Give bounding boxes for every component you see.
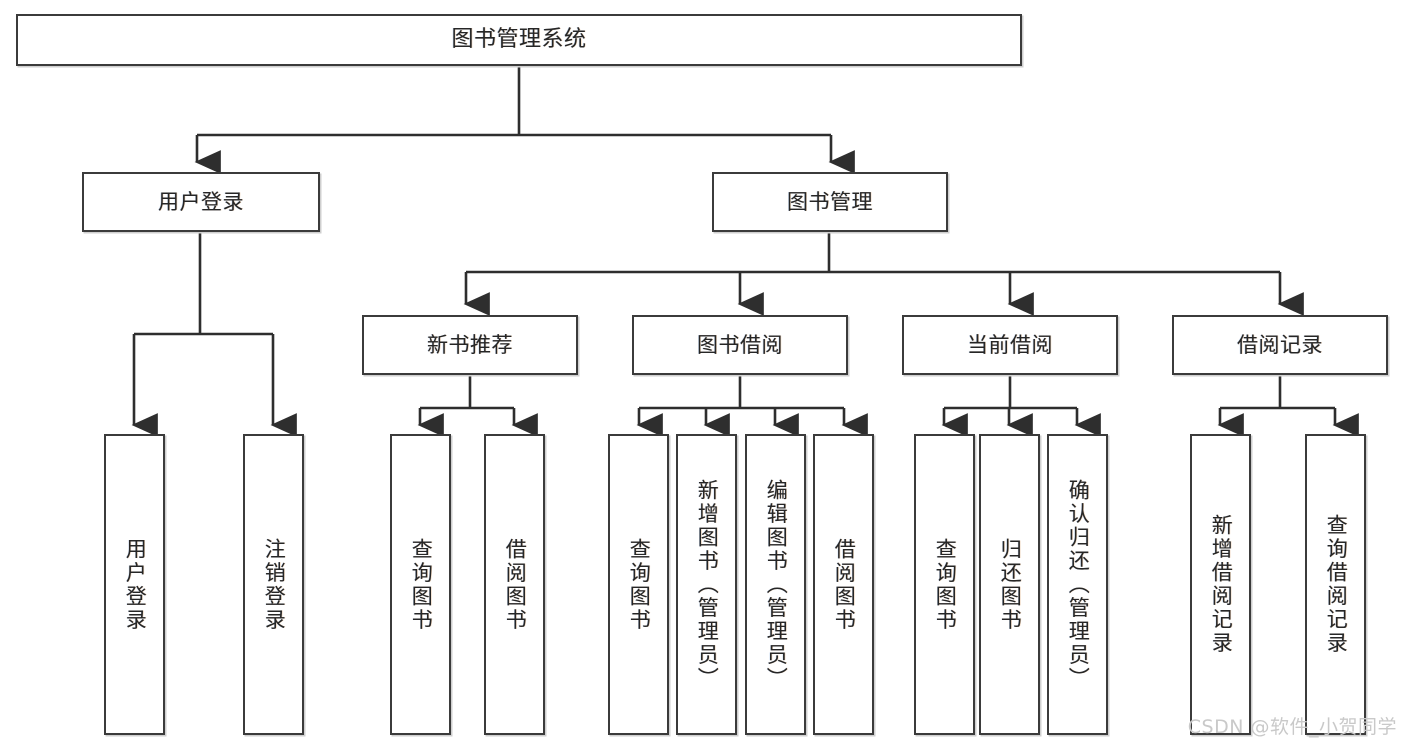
leaf-label: 查询图书 — [409, 537, 434, 632]
leaf-current-return-book[interactable]: 归还图书 — [979, 434, 1040, 735]
leaf-label: 查询图书 — [627, 537, 652, 632]
leaf-label: 查询借阅记录 — [1324, 514, 1349, 655]
node-user-login[interactable]: 用户登录 — [82, 172, 320, 232]
leaf-record-query-record[interactable]: 查询借阅记录 — [1305, 434, 1366, 735]
leaf-label: 查询图书 — [933, 537, 958, 632]
node-label: 当前借阅 — [967, 332, 1053, 357]
node-label: 用户登录 — [158, 189, 244, 214]
leaf-recommend-query-book[interactable]: 查询图书 — [390, 434, 451, 735]
leaf-label: 确认归还（管理员） — [1066, 478, 1091, 691]
leaf-record-add-record[interactable]: 新增借阅记录 — [1190, 434, 1251, 735]
node-label: 新书推荐 — [427, 332, 513, 357]
node-label: 图书管理系统 — [451, 27, 587, 53]
node-label: 图书借阅 — [697, 332, 783, 357]
leaf-label: 借阅图书 — [832, 537, 857, 632]
node-book-borrow[interactable]: 图书借阅 — [632, 315, 848, 375]
node-root-system[interactable]: 图书管理系统 — [16, 14, 1022, 66]
leaf-borrow-edit-book-admin[interactable]: 编辑图书（管理员） — [745, 434, 806, 735]
node-label: 借阅记录 — [1237, 332, 1323, 357]
node-book-management[interactable]: 图书管理 — [712, 172, 948, 232]
leaf-label: 编辑图书（管理员） — [764, 478, 789, 691]
node-new-book-recommend[interactable]: 新书推荐 — [362, 315, 578, 375]
leaf-current-confirm-return-admin[interactable]: 确认归还（管理员） — [1047, 434, 1108, 735]
leaf-borrow-query-book[interactable]: 查询图书 — [608, 434, 669, 735]
leaf-user-login-login[interactable]: 用户登录 — [104, 434, 165, 735]
leaf-label: 注销登录 — [262, 537, 287, 632]
csdn-watermark: CSDN @软件_小贺同学 — [1187, 716, 1397, 738]
leaf-label: 归还图书 — [998, 537, 1023, 632]
leaf-user-login-logout[interactable]: 注销登录 — [243, 434, 304, 735]
leaf-label: 新增借阅记录 — [1209, 514, 1234, 655]
node-current-borrow[interactable]: 当前借阅 — [902, 315, 1118, 375]
leaf-label: 借阅图书 — [503, 537, 528, 632]
leaf-current-query-book[interactable]: 查询图书 — [914, 434, 975, 735]
leaf-borrow-add-book-admin[interactable]: 新增图书（管理员） — [676, 434, 737, 735]
leaf-borrow-borrow-book[interactable]: 借阅图书 — [813, 434, 874, 735]
leaf-recommend-borrow-book[interactable]: 借阅图书 — [484, 434, 545, 735]
node-label: 图书管理 — [787, 189, 873, 214]
node-borrow-record[interactable]: 借阅记录 — [1172, 315, 1388, 375]
leaf-label: 新增图书（管理员） — [695, 478, 720, 691]
leaf-label: 用户登录 — [123, 537, 148, 632]
